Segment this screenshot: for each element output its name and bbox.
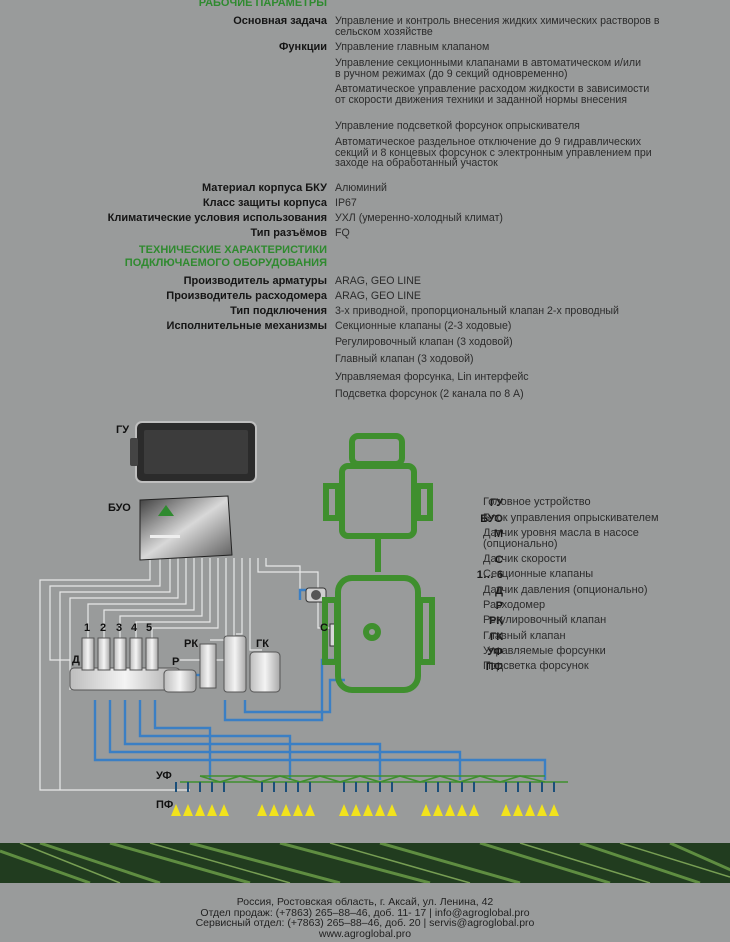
label-speed-sensor: С — [320, 622, 328, 634]
legend-code: УФ — [487, 646, 503, 658]
legend-text: Управляемые форсунки — [483, 645, 606, 657]
legend-text: Секционные клапаны — [483, 568, 594, 580]
label-regulating-valve: РК — [184, 638, 199, 650]
hoses — [93, 588, 547, 780]
spec-value: Секционные клапаны (2-3 ходовые) — [335, 320, 512, 332]
legend-text: Подсветка форсунок — [483, 660, 589, 672]
legend-text: Головное устройство — [483, 496, 591, 508]
legend-text: Регулировочный клапан — [483, 614, 607, 626]
label-controller: БУО — [108, 502, 131, 514]
valve-manifold — [69, 635, 281, 693]
spec-value: Управляемая форсунка, Lin интерфейс — [335, 371, 529, 383]
spec-value: IP67 — [335, 197, 357, 209]
spec-label: Тип разъёмов — [250, 227, 327, 239]
section-title-equipment: ТЕХНИЧЕСКИЕ ХАРАКТЕРИСТИКИ ПОДКЛЮЧАЕМОГО… — [125, 244, 327, 270]
spec-value: Автоматическое управление расходом жидко… — [335, 83, 650, 106]
footer-contacts: Россия, Ростовская область, г. Аксай, ул… — [0, 897, 730, 939]
spec-value: 3-х приводной, пропорциональный клапан 2… — [335, 305, 619, 317]
legend-text: Датчик скорости — [483, 553, 567, 565]
legend-code: БУО — [480, 513, 503, 525]
spec-label: Материал корпуса БКУ — [201, 182, 327, 194]
spec-label: Производитель расходомера — [166, 290, 327, 302]
footer-sales: Отдел продаж: (+7863) 265–88–46, доб. 11… — [200, 906, 530, 919]
oil-sensor — [305, 587, 327, 603]
legend-text: Главный клапан — [483, 630, 566, 642]
spec-value: ARAG, GEO LINE — [335, 290, 421, 302]
spec-label: Функции — [279, 41, 327, 53]
legend-text: Датчик давления (опционально) — [483, 584, 648, 596]
label-flowmeter: Р — [172, 656, 180, 668]
label-head-unit: ГУ — [116, 424, 130, 436]
legend-code: Д — [495, 585, 503, 597]
spec-label: Климатические условия использования — [107, 212, 327, 224]
spec-value: Алюминий — [335, 182, 387, 194]
spec-label: Основная задача — [233, 15, 327, 27]
legend-code: М — [493, 528, 503, 540]
spray-boom — [180, 775, 568, 783]
legend-code: РК — [488, 615, 503, 627]
label-main-valve: ГК — [256, 638, 269, 650]
legend-code: ПФ — [485, 661, 503, 673]
spec-value: FQ — [335, 227, 350, 239]
spec-value: Автоматическое раздельное отключение до … — [335, 136, 652, 169]
spec-value: Управление секционными клапанами в автом… — [335, 57, 641, 80]
section-title-line: ПОДКЛЮЧАЕМОГО ОБОРУДОВАНИЯ — [124, 257, 327, 269]
spec-label: Производитель арматуры — [183, 275, 327, 287]
spec-value: Управление и контроль внесения жидких хи… — [335, 15, 660, 38]
legend-code: ГУ — [489, 497, 503, 509]
legend-code: ГК — [490, 631, 503, 643]
spec-value: Регулировочный клапан (3 ходовой) — [335, 336, 513, 348]
label-section-1: 1 — [84, 622, 91, 634]
spec-value: ARAG, GEO LINE — [335, 275, 421, 287]
head-unit — [130, 421, 257, 483]
label-section-5: 5 — [146, 622, 153, 634]
legend-text: Блок управления опрыскивателем — [483, 512, 659, 524]
field-image — [0, 843, 730, 883]
legend-code: 1… 6 — [476, 569, 503, 581]
label-nozzle-lights: ПФ — [156, 799, 174, 811]
section-title-line: ТЕХНИЧЕСКИЕ ХАРАКТЕРИСТИКИ — [138, 244, 327, 256]
spec-value: Подсветка форсунок (2 канала по 8 А) — [335, 388, 524, 400]
control-cables — [39, 558, 334, 791]
label-section-4: 4 — [131, 622, 138, 634]
footer-service: Сервисный отдел: (+7863) 265–88–46, доб.… — [195, 917, 535, 930]
spec-label: Класс защиты корпуса — [202, 197, 327, 209]
spec-value: Управление подсветкой форсунок опрыскива… — [335, 120, 580, 132]
nozzle-row — [175, 782, 555, 792]
section-title-working-params: РАБОЧИЕ ПАРАМЕТРЫ — [198, 0, 327, 9]
label-pressure-sensor: Д — [72, 654, 80, 666]
label-section-3: 3 — [116, 622, 123, 634]
sprayer-controller — [139, 495, 233, 561]
spec-label: Исполнительные механизмы — [166, 320, 327, 332]
spec-value: Главный клапан (3 ходовой) — [335, 353, 474, 365]
label-nozzles: УФ — [156, 770, 172, 782]
tractor-sprayer — [322, 433, 435, 693]
spec-value: УХЛ (умеренно-холодный климат) — [335, 212, 503, 224]
legend-text: Датчик уровня масла в насосе (опциональн… — [483, 527, 639, 550]
legend-code: С — [495, 554, 503, 566]
spec-value: Управление главным клапаном — [335, 41, 490, 53]
wiring-diagram — [39, 421, 568, 816]
label-section-2: 2 — [100, 622, 107, 634]
legend-code: Р — [495, 600, 503, 612]
nozzle-lights — [171, 804, 559, 816]
legend-text: Расходомер — [483, 599, 546, 611]
spec-label: Тип подключения — [230, 305, 327, 317]
footer-address: Россия, Ростовская область, г. Аксай, ул… — [236, 896, 494, 908]
field-photo-band — [0, 843, 730, 883]
footer-website[interactable]: www.agroglobal.pro — [318, 927, 412, 940]
